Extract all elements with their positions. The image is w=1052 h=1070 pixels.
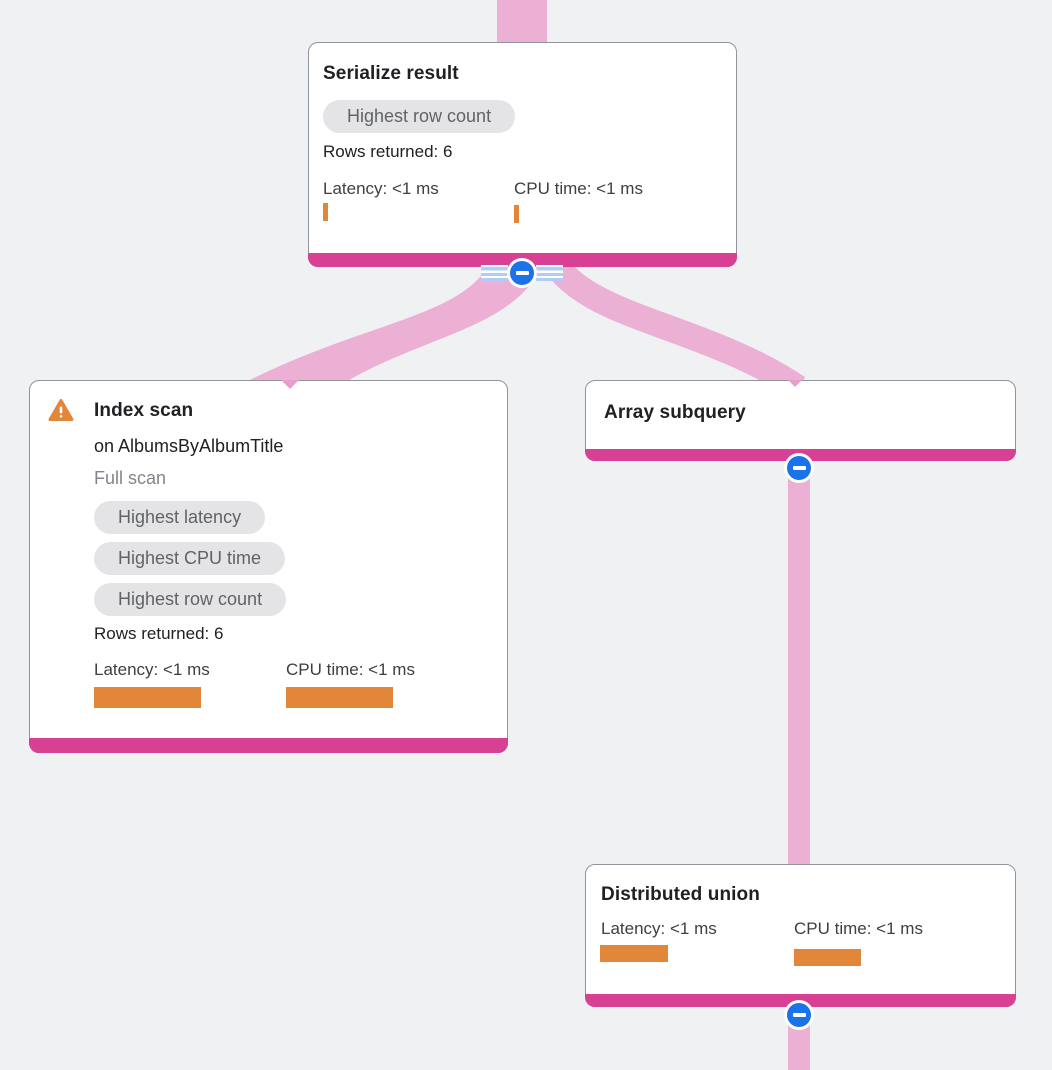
warning-icon — [48, 399, 74, 421]
latency-label: Latency: <1 ms — [323, 179, 439, 198]
node-title: Array subquery — [604, 402, 746, 423]
rows-returned-label: Rows returned: 6 — [323, 142, 453, 161]
collapse-control-serialize-result[interactable] — [481, 258, 563, 288]
latency-label: Latency: <1 ms — [601, 919, 717, 938]
expanded-children-stripes-right — [536, 265, 563, 281]
collapse-control-array-subquery[interactable] — [784, 453, 814, 483]
badge-highest-row-count: Highest row count — [323, 100, 516, 133]
edge-arrow-tip — [281, 380, 299, 389]
badge-highest-latency: Highest latency — [94, 501, 266, 534]
minus-circle-icon — [787, 1003, 811, 1027]
node-distributed-union[interactable]: Distributed union Latency: <1 ms CPU tim… — [585, 864, 1016, 1030]
minus-circle-icon — [787, 456, 811, 480]
cpu-time-bar — [514, 205, 519, 223]
scan-type-label: Full scan — [94, 468, 167, 488]
edge-serialize-to-index-scan — [246, 250, 548, 388]
index-name-label: on AlbumsByAlbumTitle — [94, 436, 284, 456]
cpu-time-bar — [286, 687, 393, 708]
node-title: Index scan — [94, 400, 194, 421]
node-title: Distributed union — [601, 884, 760, 905]
node-title: Serialize result — [323, 63, 459, 84]
rows-returned-label: Rows returned: 6 — [94, 624, 224, 643]
cpu-time-label: CPU time: <1 ms — [286, 660, 415, 679]
node-accent-bar — [29, 738, 508, 753]
latency-bar — [323, 203, 328, 221]
badge-highest-cpu-time: Highest CPU time — [94, 542, 286, 575]
edge-arrow-tip — [788, 380, 802, 387]
minus-circle-icon — [510, 261, 534, 285]
latency-bar — [94, 687, 201, 708]
latency-label: Latency: <1 ms — [94, 660, 210, 679]
cpu-time-label: CPU time: <1 ms — [514, 179, 643, 198]
minus-icon — [792, 1013, 806, 1017]
cpu-time-bar — [794, 949, 861, 966]
badge-highest-row-count: Highest row count — [94, 583, 287, 616]
collapse-button[interactable] — [784, 453, 814, 483]
minus-icon — [515, 271, 529, 275]
node-serialize-result[interactable]: Serialize result Highest row count Rows … — [308, 42, 737, 288]
collapse-button[interactable] — [784, 1000, 814, 1030]
latency-bar — [600, 945, 668, 962]
node-index-scan[interactable]: Index scan on AlbumsByAlbumTitle Full sc… — [29, 380, 508, 753]
cpu-time-label: CPU time: <1 ms — [794, 919, 923, 938]
minus-icon — [792, 466, 806, 470]
edge-serialize-to-array-subquery — [536, 246, 806, 399]
expanded-children-stripes-left — [481, 265, 508, 281]
collapse-button[interactable] — [507, 258, 537, 288]
collapse-control-distributed-union[interactable] — [784, 1000, 814, 1030]
node-array-subquery[interactable]: Array subquery — [585, 380, 1016, 483]
